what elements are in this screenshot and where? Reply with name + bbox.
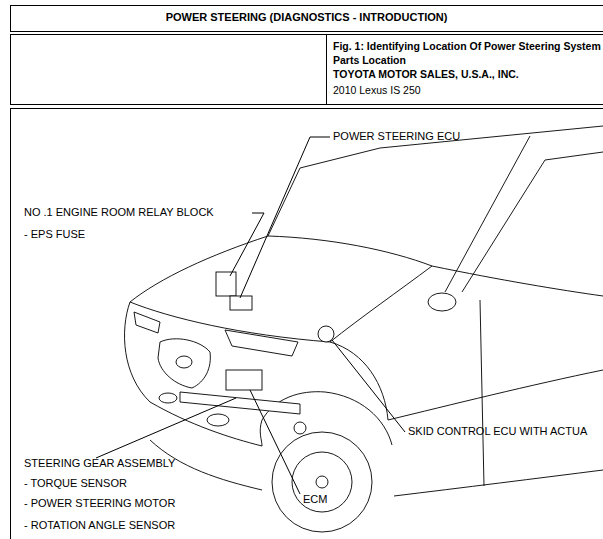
relay-block bbox=[216, 272, 236, 296]
part-label: POWER STEERING ECU bbox=[333, 130, 460, 143]
page-title: POWER STEERING (DIAGNOSTICS - INTRODUCTI… bbox=[10, 11, 603, 24]
part-label: SKID CONTROL ECU WITH ACTUA bbox=[408, 425, 587, 438]
header-frame bbox=[10, 5, 603, 539]
part-label: - TORQUE SENSOR bbox=[24, 477, 127, 490]
skid-control-ecu bbox=[318, 326, 334, 342]
steering-gear bbox=[180, 392, 300, 414]
part-label: NO .1 ENGINE ROOM RELAY BLOCK bbox=[24, 206, 214, 219]
vehicle-line: 2010 Lexus IS 250 bbox=[333, 84, 421, 97]
car-outline bbox=[125, 126, 603, 532]
ecm-box bbox=[226, 370, 262, 390]
leader-lines bbox=[96, 137, 405, 494]
part-label: - EPS FUSE bbox=[24, 228, 85, 241]
part-label: - ROTATION ANGLE SENSOR bbox=[24, 519, 175, 532]
figure-caption: Fig. 1: Identifying Location Of Power St… bbox=[333, 39, 601, 67]
part-label: ECM bbox=[303, 493, 327, 506]
component-symbols bbox=[180, 272, 334, 414]
publisher-line: TOYOTA MOTOR SALES, U.S.A., INC. bbox=[333, 68, 519, 81]
part-label: - POWER STEERING MOTOR bbox=[24, 497, 175, 510]
part-label: STEERING GEAR ASSEMBLY bbox=[24, 457, 175, 470]
ecu-box bbox=[230, 296, 252, 310]
